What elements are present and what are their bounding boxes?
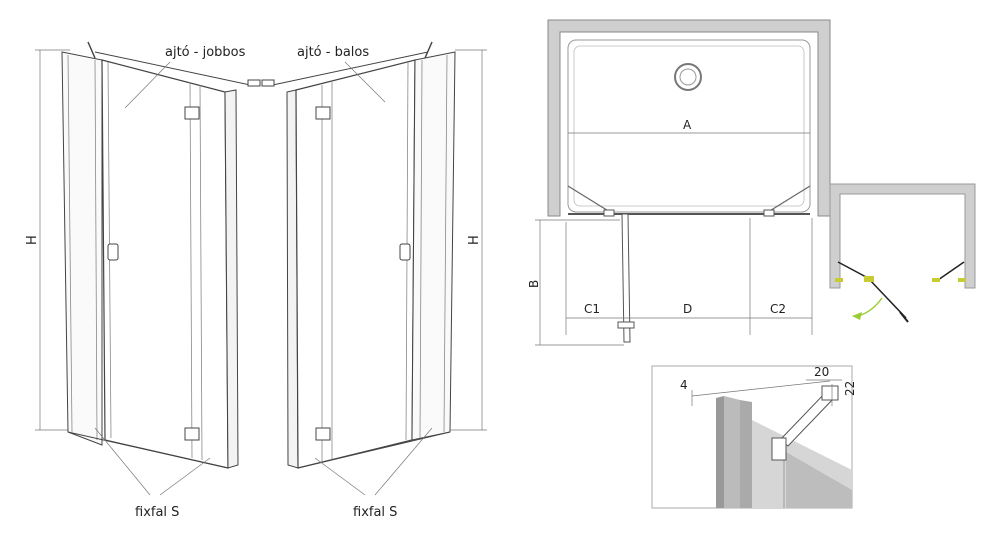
dimension-a: A bbox=[683, 118, 692, 132]
handle-left bbox=[107, 243, 119, 261]
shower-tray bbox=[567, 39, 811, 213]
hinge-bottom-right bbox=[315, 427, 331, 441]
handle-right bbox=[399, 243, 411, 261]
label-fixed-right: fixfal S bbox=[353, 505, 397, 520]
hinge-top-left bbox=[184, 106, 200, 120]
elevation-right-door: H bbox=[25, 41, 261, 496]
dimension-d: D bbox=[683, 302, 692, 316]
detail-dim-22: 22 bbox=[843, 381, 857, 396]
detail-dim-20: 20 bbox=[814, 365, 829, 379]
hinge-top-right bbox=[315, 106, 331, 120]
door-panel-right bbox=[295, 59, 416, 469]
elevation-left-door bbox=[261, 41, 487, 496]
detail-view: 4 20 22 bbox=[651, 365, 857, 509]
fixed-panel-left bbox=[61, 51, 103, 446]
fixed-panel-right bbox=[411, 51, 456, 441]
height-label-right: H bbox=[467, 235, 482, 245]
hinge-bottom-left bbox=[184, 427, 200, 441]
label-door-left: ajtó - balos bbox=[297, 45, 369, 60]
dimension-c2: C2 bbox=[770, 302, 786, 316]
plan-walls bbox=[547, 19, 831, 217]
door-panel-left bbox=[101, 59, 229, 469]
label-door-right: ajtó - jobbos bbox=[165, 45, 246, 60]
dimension-c1: C1 bbox=[584, 302, 600, 316]
plan-view: A B C1 D C2 bbox=[527, 19, 831, 346]
detail-dim-4: 4 bbox=[680, 378, 688, 392]
swing-icon bbox=[829, 183, 976, 323]
label-fixed-left: fixfal S bbox=[135, 505, 179, 520]
dimension-b: B bbox=[527, 280, 541, 288]
plan-door-open bbox=[621, 213, 631, 343]
height-label-left: H bbox=[25, 235, 40, 245]
